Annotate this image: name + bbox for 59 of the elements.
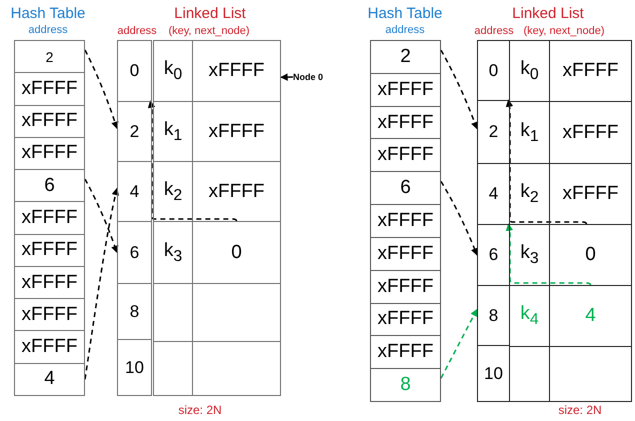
hash-table-cell: xFFFF <box>14 234 85 267</box>
dashed-arrow <box>506 223 592 286</box>
table-heading: Linked List <box>512 5 584 22</box>
hash-table-cell: 8 <box>370 368 441 402</box>
hash-table-cell: xFFFF <box>14 266 85 300</box>
next-node-cell <box>549 346 632 402</box>
hash-table-cell: 2 <box>370 40 441 74</box>
column-heading: address <box>474 25 514 37</box>
address-cell: 2 <box>117 101 152 162</box>
table-heading: Hash Table <box>10 5 86 22</box>
hash-table-cell: xFFFF <box>370 138 441 172</box>
address-cell: 0 <box>117 40 152 102</box>
dashed-arrow <box>84 50 118 130</box>
column-heading: address <box>385 24 425 36</box>
key-cell <box>153 341 193 396</box>
address-cell: 4 <box>117 161 152 222</box>
hash-table-cell: xFFFF <box>14 330 85 364</box>
address-cell: 6 <box>117 221 152 284</box>
hash-table-cell: xFFFF <box>14 298 85 332</box>
hash-table-cell: xFFFF <box>370 270 441 304</box>
dashed-arrow <box>506 99 587 224</box>
hash-table-cell: xFFFF <box>14 104 85 138</box>
address-cell: 8 <box>117 283 152 340</box>
dashed-arrow <box>148 100 238 222</box>
dashed-arrow <box>440 50 478 130</box>
dashed-arrow <box>440 308 478 379</box>
size-note: size: 2N <box>558 403 602 417</box>
hash-table-cell: 6 <box>14 169 85 202</box>
hash-table-cell: 2 <box>14 40 85 74</box>
dashed-arrow <box>84 188 120 380</box>
dashed-arrow <box>84 178 118 254</box>
hash-table-cell: xFFFF <box>14 201 85 235</box>
hash-table-cell: xFFFF <box>370 236 441 271</box>
column-heading: (key, next_node) <box>168 25 250 37</box>
hash-table-cell: xFFFF <box>370 335 441 370</box>
hash-table-cell: xFFFF <box>14 136 85 170</box>
address-cell: 10 <box>117 339 152 396</box>
next-node-cell: xFFFF <box>192 40 281 102</box>
column-heading: (key, next_node) <box>523 25 605 37</box>
hash-table-cell: 4 <box>14 362 85 396</box>
arrow <box>280 73 294 81</box>
hash-table-cell: xFFFF <box>370 106 441 140</box>
hash-table-cell: xFFFF <box>370 302 441 336</box>
hash-table-cell: xFFFF <box>370 204 441 238</box>
address-cell: 10 <box>477 345 510 402</box>
hash-table-cell: xFFFF <box>14 72 85 106</box>
size-note: size: 2N <box>178 403 222 417</box>
annotation-label: Node 0 <box>293 70 329 84</box>
address-cell: 0 <box>477 40 510 101</box>
dashed-arrow <box>440 181 478 256</box>
table-heading: Linked List <box>174 5 246 22</box>
column-heading: address <box>117 25 157 37</box>
next-node-cell <box>192 341 281 396</box>
key-cell: k$_{0}$ <box>153 40 193 102</box>
hash-table-cell: 6 <box>370 171 441 206</box>
next-node-cell: xFFFF <box>549 40 632 102</box>
column-heading: address <box>28 24 68 36</box>
table-heading: Hash Table <box>368 5 442 22</box>
hash-table-cell: xFFFF <box>370 72 441 107</box>
